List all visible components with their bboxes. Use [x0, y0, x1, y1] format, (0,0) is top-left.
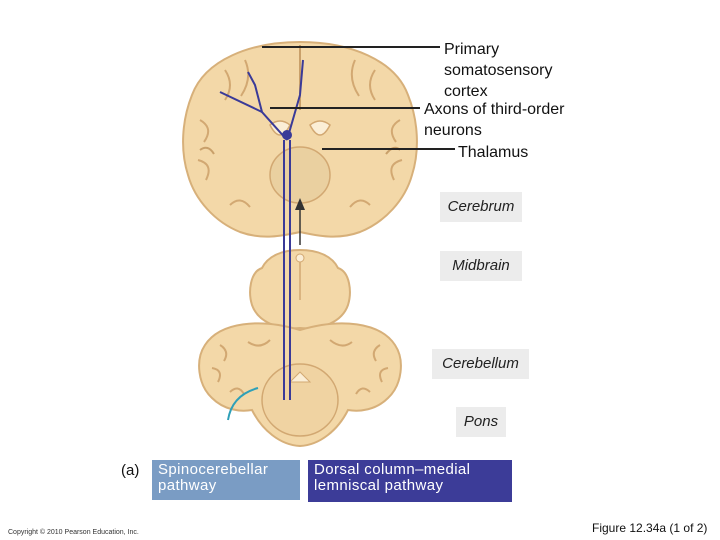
- cerebrum-label: Cerebrum: [440, 192, 522, 222]
- midbrain-label: Midbrain: [440, 251, 522, 281]
- thalamus-label: Thalamus: [458, 144, 529, 161]
- cerebellum-label: Cerebellum: [432, 349, 529, 379]
- midbrain-section: [249, 248, 351, 330]
- dorsal-pathway-lines: [219, 59, 304, 400]
- ascending-arrow: [295, 198, 305, 245]
- panel-letter: (a): [121, 462, 140, 479]
- cerebrum-section: [182, 40, 418, 238]
- dorsal-column-pathway-box: Dorsal column–medial lemniscal pathway: [308, 460, 512, 502]
- axons-label: Axons of third-order neurons: [424, 101, 565, 139]
- cerebellum-section: [198, 322, 402, 448]
- spinocerebellar-pathway-box: Spinocerebellar pathway: [152, 460, 300, 500]
- figure-number: Figure 12.34a (1 of 2): [592, 521, 708, 535]
- pons-label: Pons: [456, 407, 506, 437]
- leader-lines: [262, 46, 455, 150]
- copyright-text: Copyright © 2010 Pearson Education, Inc.: [8, 529, 139, 536]
- primary-cortex-label: Primary somatosensory cortex: [444, 41, 553, 100]
- spinocerebellar-line: [227, 387, 259, 421]
